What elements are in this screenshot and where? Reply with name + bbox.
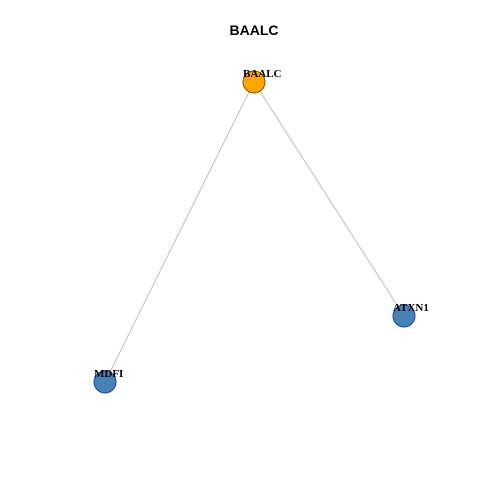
node-label-mdfi: MDFI <box>94 368 123 380</box>
node-circle-atxn1 <box>392 304 416 328</box>
node-mdfi: MDFI <box>93 368 123 394</box>
node-baalc: BAALC <box>242 68 282 94</box>
nodes-layer: BAALC MDFI ATXN1 <box>93 68 429 394</box>
edge-baalc-atxn1 <box>253 81 405 317</box>
edges-layer <box>104 81 405 383</box>
graph-title: BAALC <box>230 22 279 38</box>
node-label-baalc: BAALC <box>243 68 282 80</box>
edge-baalc-mdfi <box>104 81 255 383</box>
node-atxn1: ATXN1 <box>392 302 429 328</box>
node-circle-mdfi <box>93 370 117 394</box>
node-label-atxn1: ATXN1 <box>393 302 429 314</box>
node-circle-baalc <box>242 70 266 94</box>
